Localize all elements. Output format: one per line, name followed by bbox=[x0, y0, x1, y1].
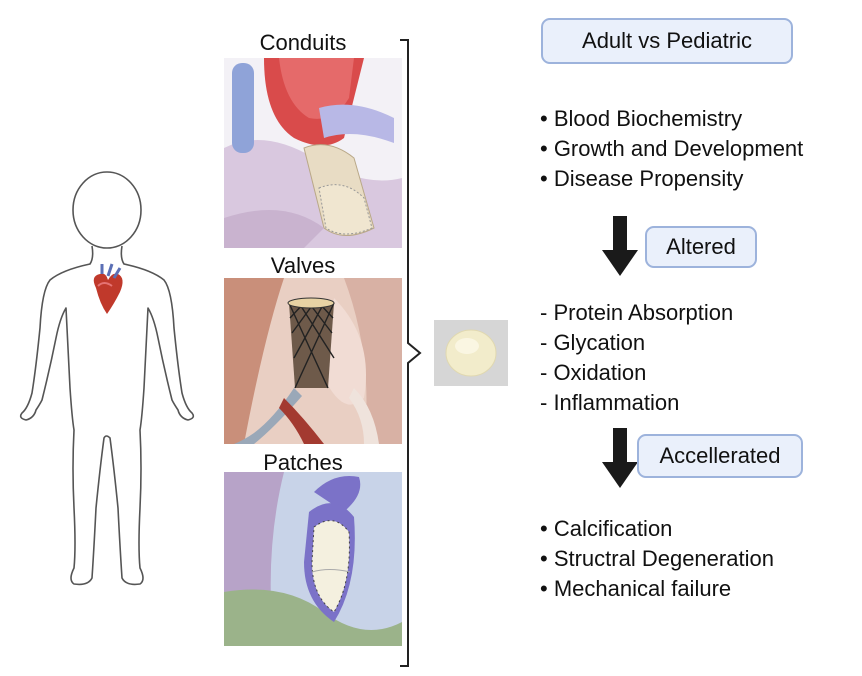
valve-illustration bbox=[224, 278, 402, 444]
heart-icon bbox=[93, 263, 123, 314]
child-silhouette bbox=[19, 171, 195, 586]
list-item: • Calcification bbox=[540, 516, 673, 541]
list-item: • Structral Degeneration bbox=[540, 546, 774, 571]
list-item: • Growth and Development bbox=[540, 136, 804, 161]
accelerated-box: Accellerated bbox=[637, 434, 803, 478]
stent-valve bbox=[287, 297, 335, 389]
conduit-illustration bbox=[224, 58, 402, 248]
list-item: • Blood Biochemistry bbox=[540, 106, 743, 131]
conduits-label: Conduits bbox=[259, 30, 347, 55]
down-arrow-icon bbox=[602, 428, 638, 488]
list-item: - Glycation bbox=[540, 330, 646, 355]
list-item: - Oxidation bbox=[540, 360, 647, 385]
list-item: - Protein Absorption bbox=[540, 300, 734, 325]
list-item: • Disease Propensity bbox=[540, 166, 744, 191]
outcomes-list: • Calcification • Structral Degeneration… bbox=[540, 514, 774, 604]
processes-list: - Protein Absorption - Glycation - Oxida… bbox=[540, 298, 733, 418]
factors-list: • Blood Biochemistry • Growth and Develo… bbox=[540, 104, 803, 194]
adult-vs-pediatric-box: Adult vs Pediatric bbox=[541, 18, 793, 64]
patch-illustration bbox=[224, 472, 402, 646]
valves-label: Valves bbox=[270, 253, 336, 278]
material-sample bbox=[434, 320, 508, 386]
list-item: - Inflammation bbox=[540, 390, 680, 415]
down-arrow-icon bbox=[602, 216, 638, 276]
patches-label: Patches bbox=[263, 450, 343, 475]
altered-box: Altered bbox=[645, 226, 757, 268]
list-item: • Mechanical failure bbox=[540, 576, 732, 601]
grouping-brace bbox=[400, 39, 422, 667]
